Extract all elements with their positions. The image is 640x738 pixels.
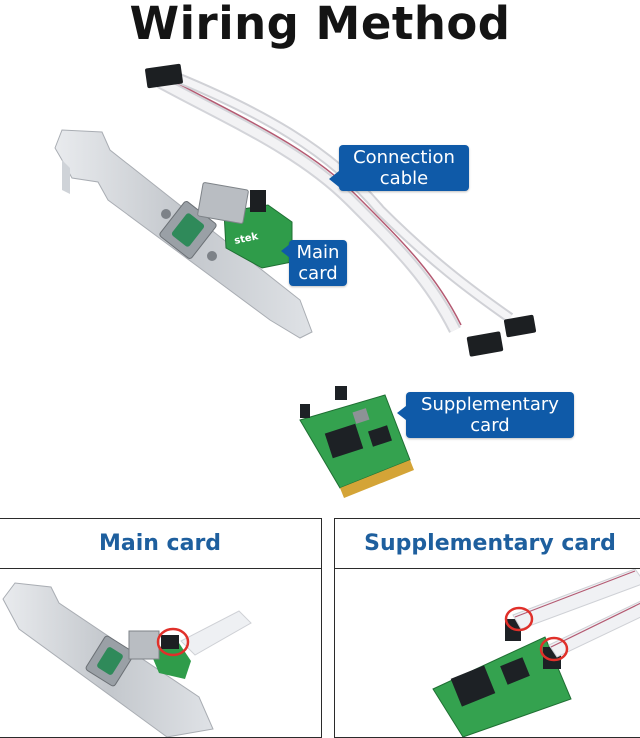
callout-tail-icon	[397, 406, 406, 420]
callout-connection-cable-line1: Connection	[353, 147, 455, 168]
main-card-detail-image	[2, 582, 252, 737]
callout-connection-cable: Connection cable	[329, 145, 469, 191]
cable-connector-top	[145, 63, 183, 89]
wiring-illustration: stek	[54, 63, 537, 498]
callout-main-card: Main card	[281, 240, 347, 286]
callout-tail-icon	[281, 244, 290, 258]
highlight-circle-icon	[504, 606, 534, 632]
callout-main-card-line1: Main	[296, 242, 340, 263]
supplementary-card-pcb	[299, 386, 414, 498]
supplementary-card-detail-image	[432, 569, 640, 737]
callout-connection-cable-line2: cable	[379, 168, 429, 189]
callout-tail-icon	[329, 171, 339, 187]
callout-supplementary-card: Supplementary card	[397, 392, 574, 438]
callout-supplementary-card-line2: card	[470, 415, 510, 436]
callout-supplementary-card-line1: Supplementary	[421, 394, 559, 415]
callout-main-card-line2: card	[298, 263, 338, 284]
highlight-circle-icon	[156, 627, 190, 657]
main-card-pcb: stek	[197, 182, 293, 269]
main-card-panel: Main card	[0, 518, 322, 738]
page-title: Wiring Method	[129, 0, 511, 50]
supplementary-card-panel: Supplementary card	[334, 518, 640, 738]
ribbon-cable	[156, 72, 514, 333]
cable-connector-bottom-right	[503, 314, 537, 338]
highlight-circle-icon	[539, 636, 569, 662]
supplementary-card-panel-heading: Supplementary card	[335, 519, 640, 569]
main-card-panel-heading: Main card	[0, 519, 321, 569]
board-brand-label: stek	[233, 231, 259, 247]
cable-connector-bottom-left	[466, 331, 504, 357]
